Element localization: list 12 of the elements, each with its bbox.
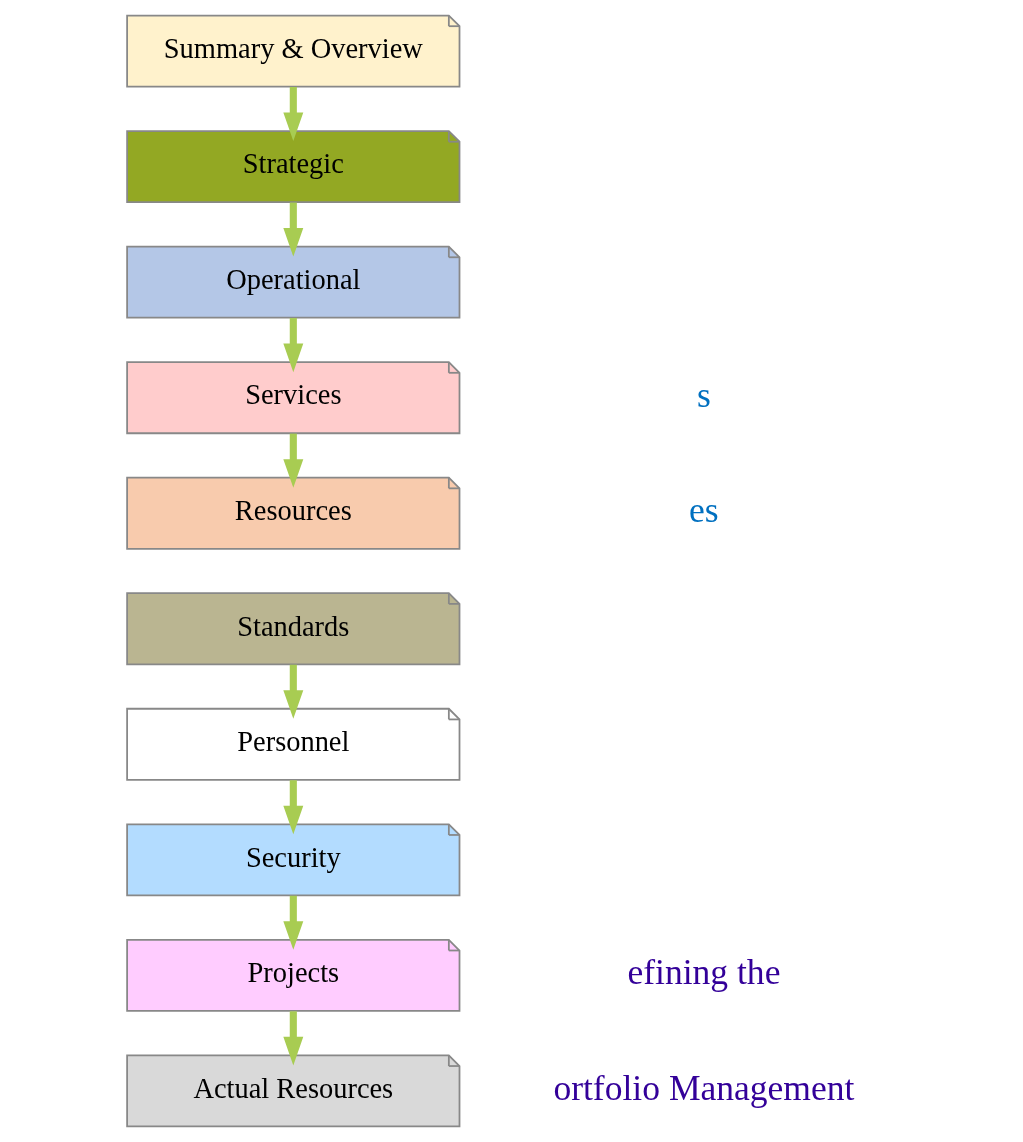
arrow <box>283 433 304 488</box>
label: ortfolio Management <box>553 1067 855 1108</box>
label: es <box>689 490 719 531</box>
arrow <box>283 318 304 373</box>
arrow <box>283 87 304 142</box>
label: efining the <box>627 952 781 993</box>
arrow <box>283 664 304 719</box>
arrow <box>283 895 304 950</box>
label: s <box>697 374 711 415</box>
arrow <box>283 202 304 257</box>
arrow <box>283 780 304 835</box>
arrow <box>283 1011 304 1066</box>
